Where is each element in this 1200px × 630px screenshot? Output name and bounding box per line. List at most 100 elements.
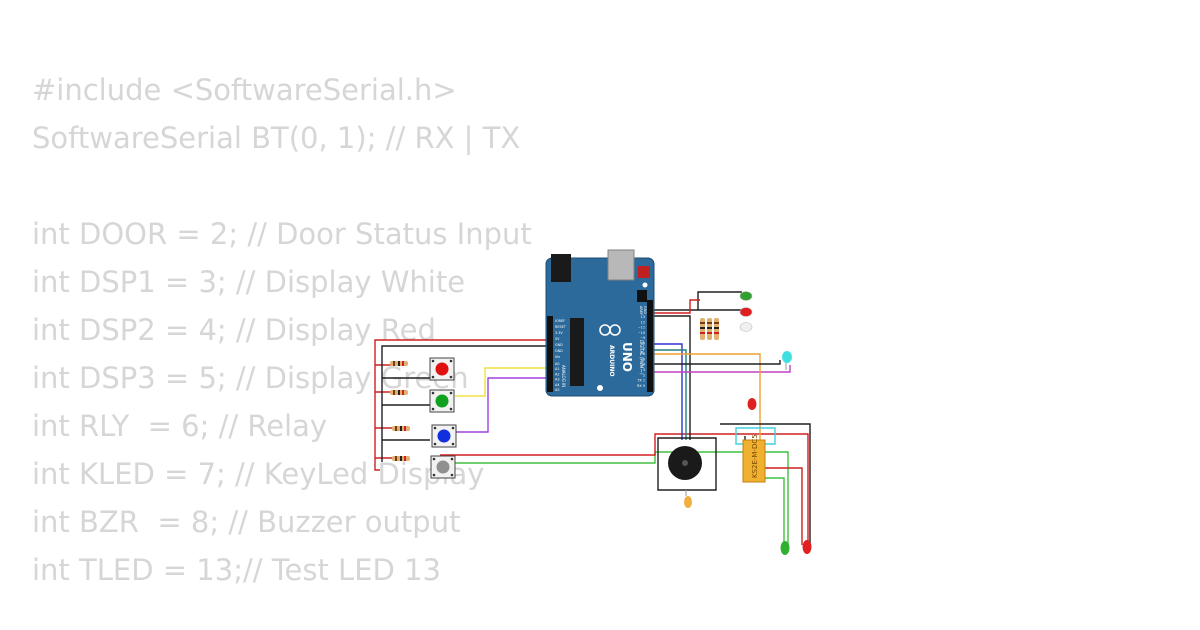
push-buttons[interactable] xyxy=(429,357,457,479)
code-line: int DSP2 = 4; // Display Red xyxy=(32,313,436,347)
header-digital-b xyxy=(647,356,653,392)
led-cyan xyxy=(782,351,792,370)
pin-label: A4 xyxy=(555,383,559,387)
wire-black-frame xyxy=(657,437,717,491)
relay-label: KS2E-M-DC5 xyxy=(751,434,759,478)
pin-label: A0 xyxy=(555,362,559,366)
wire-green-btn xyxy=(455,451,789,548)
led xyxy=(739,291,753,301)
pin-label: 8 xyxy=(643,342,645,346)
wire-magenta-cyan xyxy=(652,365,791,373)
code-line: #include <SoftwareSerial.h> xyxy=(32,73,457,107)
digital-label: DIGITAL (PWM ~) xyxy=(639,340,644,375)
resistor-3 xyxy=(392,426,410,431)
usb-port xyxy=(607,249,635,281)
analog-label: ANALOG IN xyxy=(561,365,566,387)
pin-label: 4 xyxy=(643,363,645,367)
pin-label: TX 1 xyxy=(636,379,645,383)
pin-label: 5V xyxy=(555,337,560,341)
resistor-r2 xyxy=(707,318,712,340)
board-name: UNO xyxy=(620,342,634,372)
wire-cyan-relay xyxy=(735,427,776,445)
wire-black-cyan xyxy=(652,360,781,365)
pin-label: A3 xyxy=(555,378,559,382)
pin-label: ~9 xyxy=(640,336,645,340)
pin-label: A1 xyxy=(555,367,559,371)
atmega-chip xyxy=(570,318,584,386)
board-brand: ARDUINO xyxy=(608,345,615,376)
code-line: int TLED = 13;// Test LED 13 xyxy=(32,553,441,587)
wire-red-power xyxy=(374,339,553,471)
pin-label: A5 xyxy=(555,388,559,392)
code-line: int BZR = 8; // Buzzer output xyxy=(32,505,461,539)
wire-teal-buzzer xyxy=(652,349,687,440)
arduino-logo-icon xyxy=(599,324,621,336)
led xyxy=(739,322,753,332)
header-power xyxy=(547,316,553,364)
resistor-2 xyxy=(390,390,408,395)
pin-label: 13 xyxy=(641,315,645,319)
pin-label: ~6 xyxy=(640,352,645,356)
header-digital-a xyxy=(647,300,653,356)
wire-black-gnd xyxy=(381,345,553,462)
wires xyxy=(374,291,811,548)
push-button[interactable] xyxy=(430,455,456,479)
mounting-hole xyxy=(597,385,603,391)
resistor-r1 xyxy=(700,318,705,340)
icsp-header xyxy=(637,290,647,302)
pin-label: A2 xyxy=(555,372,559,376)
pin-label: 7 xyxy=(643,347,645,351)
pin-label: RX 0 xyxy=(637,384,645,388)
code-line: int KLED = 7; // KeyLed Display xyxy=(32,457,485,491)
resistors-right xyxy=(700,318,719,340)
pin-label: GND xyxy=(555,343,563,347)
wire-black-relay xyxy=(720,423,811,545)
resistor-4 xyxy=(392,456,410,461)
wire-red-long xyxy=(440,433,809,545)
code-listing: #include <SoftwareSerial.h> SoftwareSeria… xyxy=(32,66,532,594)
resistors-left xyxy=(390,361,410,461)
reset-button[interactable] xyxy=(638,266,650,278)
pin-label: GND xyxy=(555,349,563,353)
pin-label: ~3 xyxy=(640,368,645,372)
pin-label: IOREF xyxy=(555,319,565,323)
power-pin-labels: IOREF RESET 3.3V 5V GND GND Vin xyxy=(555,319,567,359)
led-orange xyxy=(684,490,692,508)
pin-label: 3.3V xyxy=(555,331,563,335)
code-line: int RLY = 6; // Relay xyxy=(32,409,328,443)
pin-label: ~11 xyxy=(638,326,645,330)
header-analog xyxy=(547,360,553,392)
buzzer xyxy=(668,446,702,480)
code-line: SoftwareSerial BT(0, 1); // RX | TX xyxy=(32,121,521,155)
pin-label: 2 xyxy=(643,373,645,377)
arduino-uno-board[interactable]: UNO ARDUINO DIGITAL (PWM ~) ANALOG IN AR… xyxy=(545,249,655,397)
pin-label: ~10 xyxy=(638,331,645,335)
code-line: int DOOR = 2; // Door Status Input xyxy=(32,217,532,251)
mounting-hole xyxy=(642,282,648,288)
resistor-1 xyxy=(390,361,408,366)
wire-orange-relay xyxy=(652,353,761,440)
wire-black-top xyxy=(652,291,742,311)
relay: KS2E-M-DC5 xyxy=(742,398,766,483)
pin-label: 12 xyxy=(641,320,645,324)
aref-label: AREF xyxy=(639,306,643,315)
wire-green-relay xyxy=(765,477,785,545)
push-button[interactable] xyxy=(429,389,455,413)
wire-red-top xyxy=(652,299,700,314)
gnd-label: GND xyxy=(643,306,647,314)
resistor-r3 xyxy=(714,318,719,340)
wire-blue-buzzer xyxy=(652,343,683,440)
push-button[interactable] xyxy=(429,357,455,381)
led xyxy=(739,307,753,317)
wire-black-buzzer xyxy=(652,315,691,440)
pin-label: RESET xyxy=(555,325,567,329)
pin-label: Vin xyxy=(555,355,560,359)
pin-label: ~5 xyxy=(640,357,645,361)
code-line: int DSP1 = 3; // Display White xyxy=(32,265,466,299)
push-button[interactable] xyxy=(431,424,457,448)
wire-red-relay xyxy=(765,467,803,545)
bottom-leds xyxy=(780,540,812,555)
